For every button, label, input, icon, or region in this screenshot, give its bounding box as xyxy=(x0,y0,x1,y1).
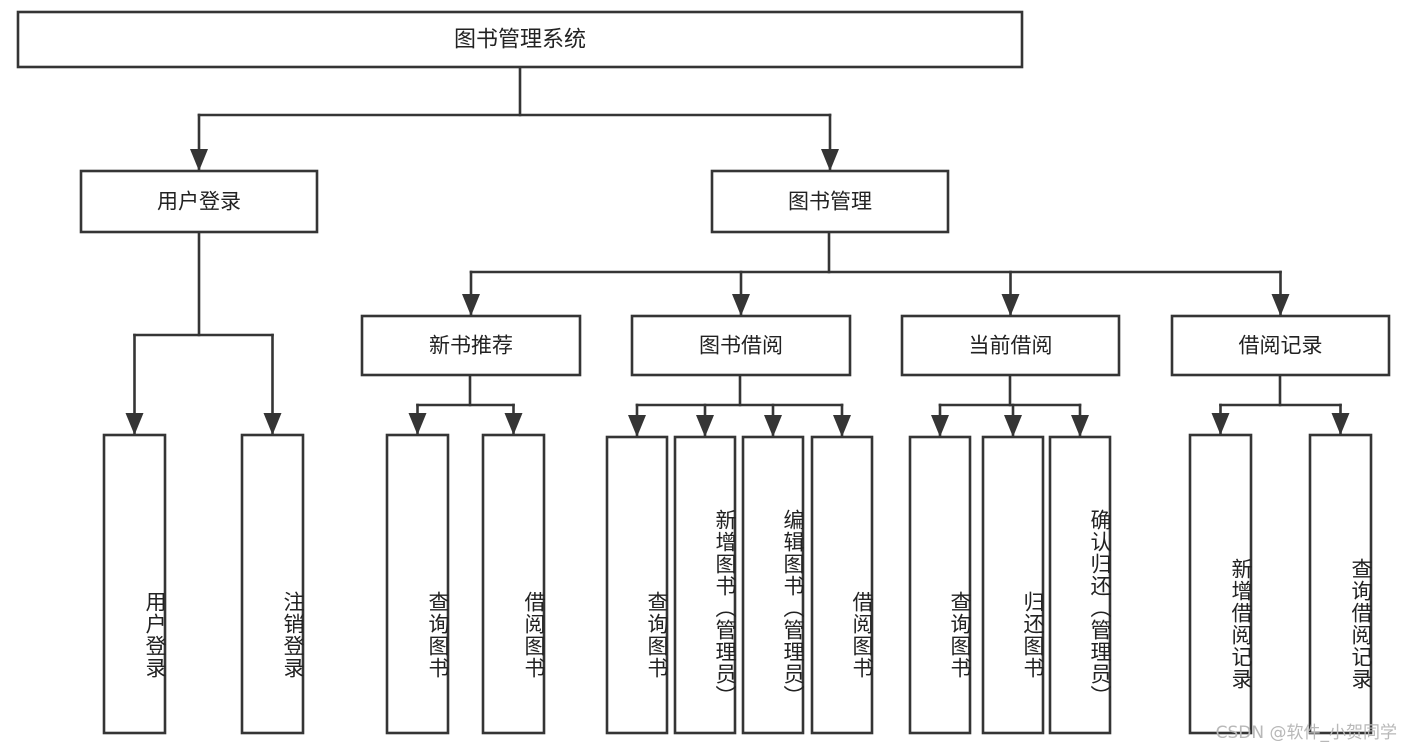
node-box-user-login[interactable] xyxy=(79,169,319,234)
arrow-head-icon xyxy=(821,149,839,171)
arrow-head-icon xyxy=(732,294,750,316)
node-box-leaf-query-book-3[interactable] xyxy=(908,435,972,735)
node-label-current-borrow: 当前借阅 xyxy=(969,334,1053,358)
arrow-head-icon xyxy=(462,294,480,316)
node-box-leaf-add-book[interactable] xyxy=(673,435,737,735)
node-label-book-manage: 图书管理 xyxy=(788,190,872,214)
node-box-leaf-query-book-2[interactable] xyxy=(605,435,669,735)
arrow-head-icon xyxy=(931,415,949,437)
node-box-leaf-add-record[interactable] xyxy=(1188,433,1253,735)
node-box-leaf-borrow-book-2[interactable] xyxy=(810,435,874,735)
arrow-head-icon xyxy=(1331,413,1350,435)
node-box-leaf-query-record[interactable] xyxy=(1308,433,1373,735)
arrow-head-icon xyxy=(125,413,144,435)
node-box-borrow-record[interactable] xyxy=(1170,314,1391,377)
arrow-head-icon xyxy=(764,415,782,437)
connector-layer xyxy=(125,65,1350,439)
node-box-leaf-borrow-book-1[interactable] xyxy=(481,433,546,735)
node-label-new-book-rec: 新书推荐 xyxy=(429,334,513,358)
arrow-head-icon xyxy=(263,413,282,435)
node-box-current-borrow[interactable] xyxy=(900,314,1121,377)
arrow-head-icon xyxy=(1211,413,1230,435)
arrow-head-icon xyxy=(1004,415,1022,437)
node-box-leaf-query-book-1[interactable] xyxy=(385,433,450,735)
node-label-book-borrow: 图书借阅 xyxy=(699,334,783,358)
node-box-leaf-user-login[interactable] xyxy=(102,433,167,735)
node-box-leaf-logout[interactable] xyxy=(240,433,305,735)
arrow-head-icon xyxy=(833,415,851,437)
arrow-head-icon xyxy=(504,413,523,435)
node-label-borrow-record: 借阅记录 xyxy=(1239,334,1323,358)
node-box-book-manage[interactable] xyxy=(710,169,950,234)
node-box-book-borrow[interactable] xyxy=(630,314,852,377)
node-box-leaf-edit-book[interactable] xyxy=(741,435,805,735)
node-box-leaf-confirm-return[interactable] xyxy=(1048,435,1112,735)
arrow-head-icon xyxy=(628,415,646,437)
arrow-head-icon xyxy=(408,413,427,435)
arrow-head-icon xyxy=(696,415,714,437)
node-label-user-login: 用户登录 xyxy=(157,190,241,214)
arrow-head-icon xyxy=(1271,294,1290,316)
csdn-watermark: CSDN @软件_小贺同学 xyxy=(1215,723,1397,743)
node-box-root[interactable] xyxy=(16,10,1024,69)
arrow-head-icon xyxy=(1001,294,1020,316)
node-box-leaf-return-book[interactable] xyxy=(981,435,1045,735)
node-box-new-book-rec[interactable] xyxy=(360,314,582,377)
node-box-layer xyxy=(16,10,1391,735)
arrow-head-icon xyxy=(190,149,208,171)
node-label-root: 图书管理系统 xyxy=(454,28,586,53)
arrow-head-icon xyxy=(1071,415,1089,437)
